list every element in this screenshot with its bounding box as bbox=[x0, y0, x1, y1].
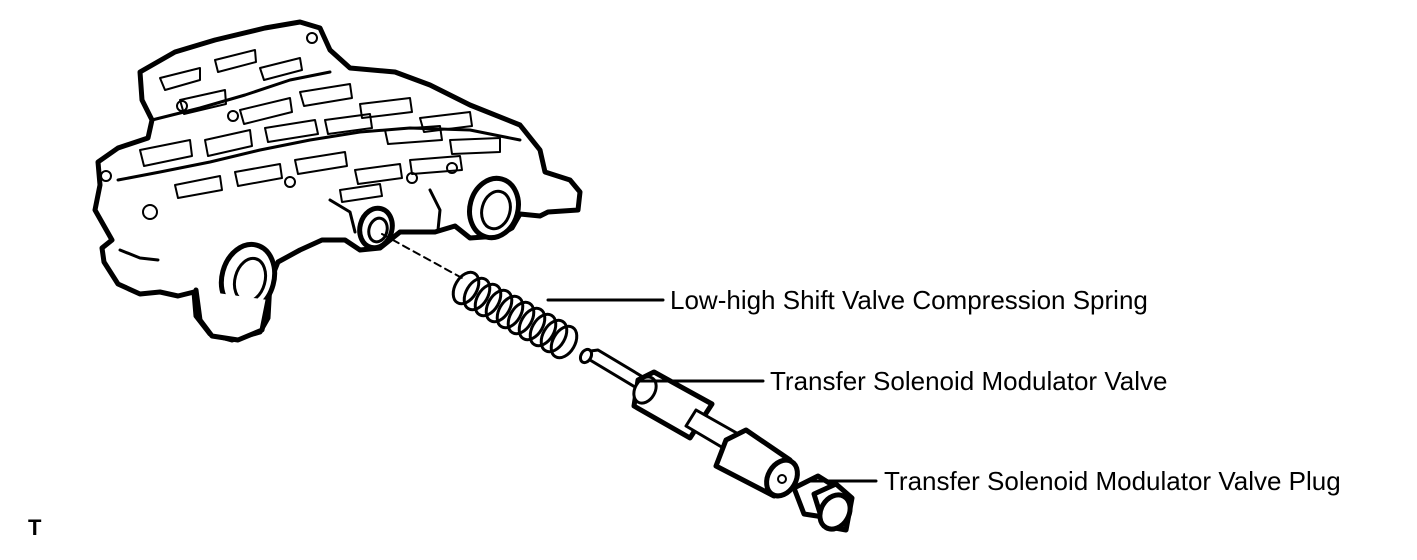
alignment-dashed-line bbox=[381, 233, 463, 279]
plug-label: Transfer Solenoid Modulator Valve Plug bbox=[884, 466, 1341, 496]
coil-spring-illustration bbox=[451, 270, 579, 360]
valve-plug-illustration bbox=[791, 473, 855, 533]
valve-body-illustration bbox=[92, 19, 583, 343]
corner-mark: T bbox=[28, 515, 42, 540]
spring-label: Low-high Shift Valve Compression Spring bbox=[670, 285, 1148, 315]
spool-valve-illustration bbox=[578, 347, 800, 499]
valve-label: Transfer Solenoid Modulator Valve bbox=[770, 366, 1167, 396]
